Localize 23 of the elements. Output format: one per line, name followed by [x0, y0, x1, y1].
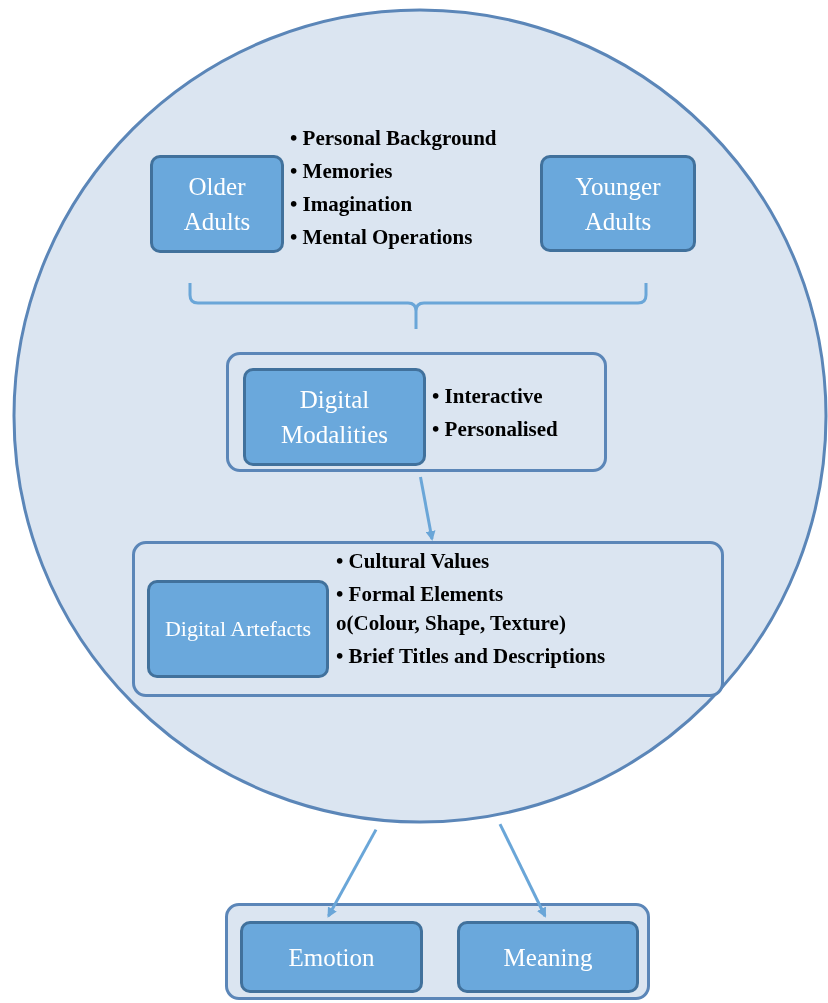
- arrow: [419, 476, 436, 541]
- process-box: Meaning: [457, 921, 639, 993]
- process-box: Digital Modalities: [243, 368, 426, 466]
- bullet-item: o(Colour, Shape, Texture): [336, 610, 567, 637]
- circle-shape: [12, 8, 828, 824]
- group-box: [225, 903, 650, 1000]
- container-box: [132, 541, 724, 697]
- bullet-item: • Memories: [290, 158, 394, 185]
- process-box: Younger Adults: [540, 155, 696, 252]
- bullet-item: • Imagination: [290, 191, 414, 218]
- process-box: Emotion: [240, 921, 423, 993]
- bullet-item: • Personal Background: [290, 125, 497, 152]
- arrow: [498, 823, 547, 918]
- bullet-item: • Personalised: [432, 416, 558, 443]
- container-box: [226, 352, 607, 472]
- process-box: Digital Artefacts: [147, 580, 329, 678]
- bullet-item: • Mental Operations: [290, 224, 474, 251]
- arrow: [327, 828, 378, 918]
- bullet-item: • Formal Elements: [336, 581, 505, 608]
- bullet-item: • Interactive: [432, 383, 544, 410]
- process-box: Older Adults: [150, 155, 284, 253]
- bullet-item: • Cultural Values: [336, 548, 491, 575]
- bullet-item: • Brief Titles and Descriptions: [336, 643, 606, 670]
